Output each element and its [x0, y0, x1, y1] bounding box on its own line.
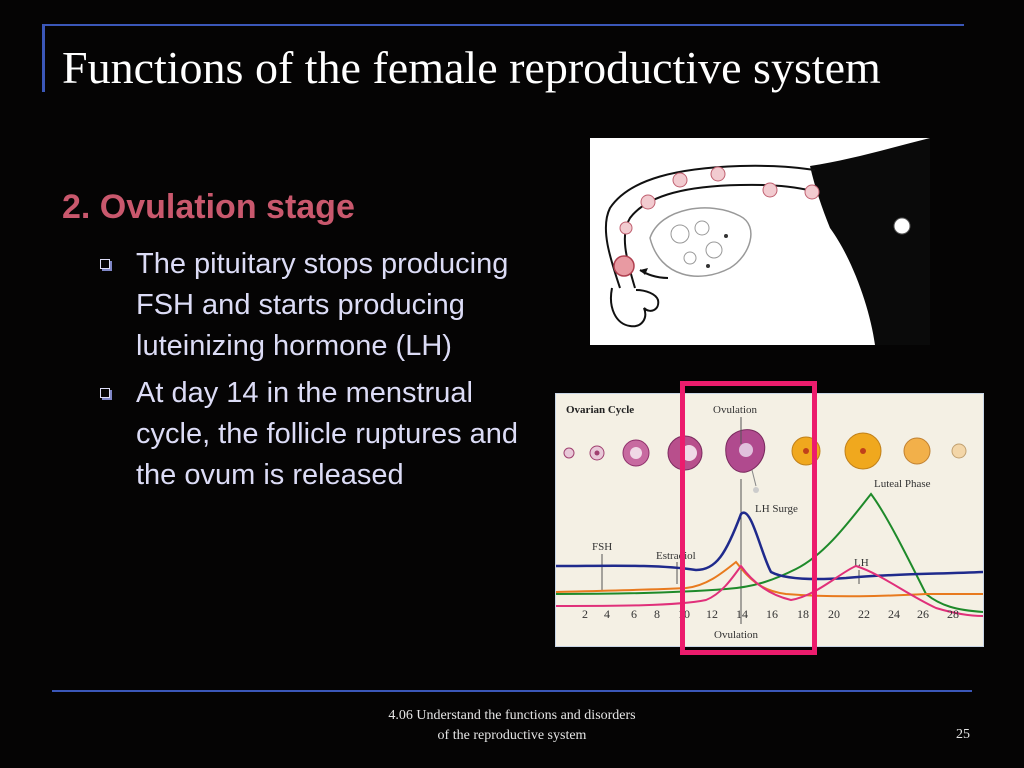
day-axis: 2 4 6 8 10 12 14 16 18 20 22 24 26 28 — [582, 607, 959, 621]
slide-title: Functions of the female reproductive sys… — [62, 42, 881, 93]
ovum-dot — [672, 172, 688, 188]
footer-caption: 4.06 Understand the functions and disord… — [312, 706, 712, 746]
bullet-text: At day 14 in the menstrual cycle, the fo… — [136, 377, 519, 491]
ovum-dot — [710, 166, 726, 182]
fsh-curve — [556, 511, 983, 581]
bullet-item: The pituitary stops producing FSH and st… — [100, 244, 520, 367]
footer-line-2: of the reproductive system — [437, 728, 587, 743]
bullet-square-icon — [100, 259, 110, 269]
day-tick: 12 — [706, 607, 718, 621]
ovarian-cycle-label: Ovarian Cycle — [566, 404, 634, 416]
ovulation-highlight-box — [680, 381, 817, 655]
ovum-dot — [640, 194, 656, 210]
day-tick: 2 — [582, 607, 588, 621]
footer-line-1: 4.06 Understand the functions and disord… — [388, 708, 636, 723]
bullet-list: The pituitary stops producing FSH and st… — [100, 244, 520, 502]
page-number: 25 — [956, 727, 970, 742]
lh-surge-label: LH Surge — [755, 503, 798, 515]
day-tick: 26 — [917, 607, 929, 621]
bullet-item: At day 14 in the menstrual cycle, the fo… — [100, 373, 520, 496]
ovum-dot — [619, 221, 633, 235]
day-tick: 22 — [858, 607, 870, 621]
ovarian-cycle-svg: Ovarian Cycle Ovulation Luteal Phase LH … — [556, 404, 983, 641]
bullet-square-icon — [100, 388, 110, 398]
ovum-dot — [762, 182, 778, 198]
section-heading: 2. Ovulation stage — [62, 188, 355, 226]
ovum-dot — [804, 184, 820, 200]
day-tick: 18 — [797, 607, 809, 621]
day-tick: 16 — [766, 607, 778, 621]
day-tick: 8 — [654, 607, 660, 621]
fsh-label: FSH — [592, 541, 612, 553]
ovum-dot — [893, 217, 911, 235]
fallopian-tube-diagram — [590, 138, 930, 345]
released-ovum — [613, 255, 635, 277]
estradiol-label: Estradiol — [656, 550, 696, 562]
title-rule-top — [42, 24, 964, 26]
bullet-text: The pituitary stops producing FSH and st… — [136, 248, 509, 362]
day-tick: 20 — [828, 607, 840, 621]
ovarian-cycle-chart: Ovarian Cycle Ovulation Luteal Phase LH … — [555, 393, 984, 647]
day-tick: 28 — [947, 607, 959, 621]
ovulation-label-top: Ovulation — [713, 404, 757, 416]
day-tick: 14 — [736, 607, 748, 621]
day-tick: 6 — [631, 607, 637, 621]
day-tick: 4 — [604, 607, 610, 621]
luteal-phase-label: Luteal Phase — [874, 478, 931, 490]
footer-rule — [52, 690, 972, 692]
title-rule-left — [42, 26, 45, 92]
ovulation-label-bottom: Ovulation — [714, 629, 758, 641]
day-tick: 24 — [888, 607, 900, 621]
follicle-sequence — [563, 429, 967, 493]
fallopian-tube-illustration — [604, 138, 930, 345]
